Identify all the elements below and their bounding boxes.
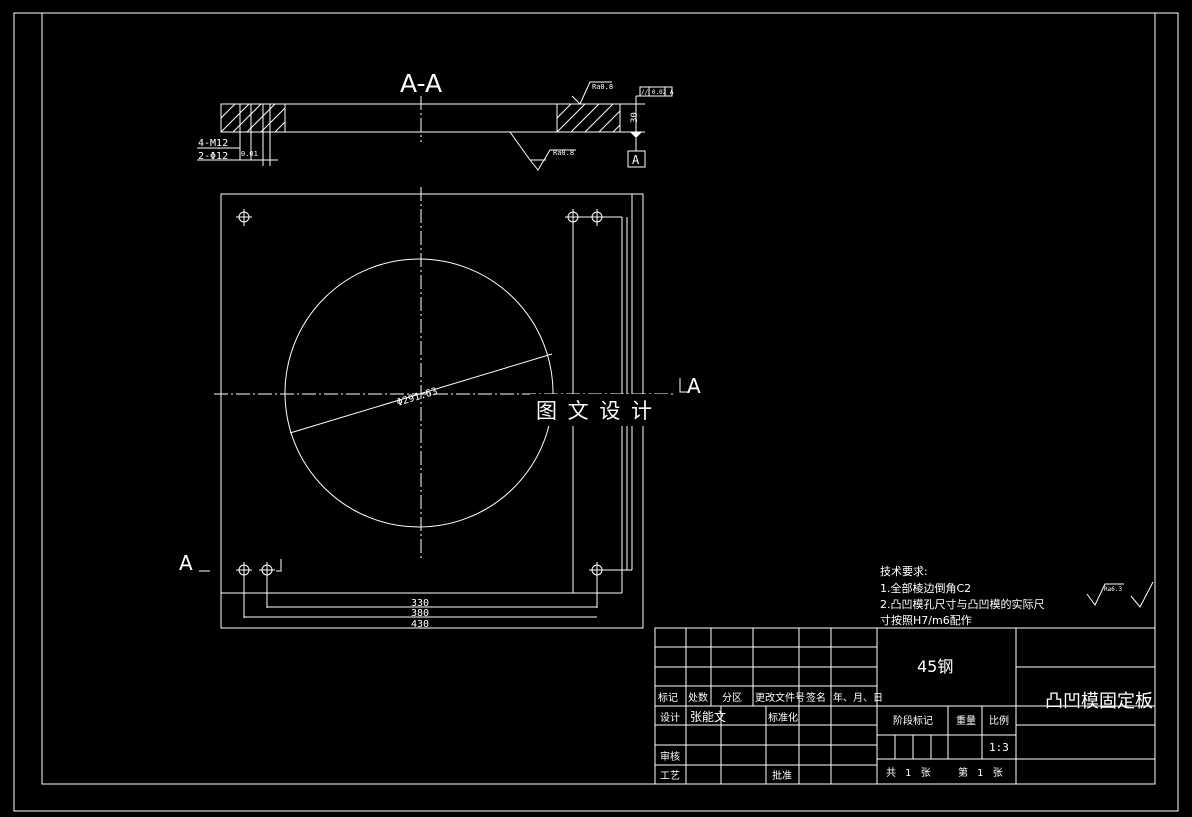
watermark-bg xyxy=(530,394,670,426)
watermark: 图 文 设 计 xyxy=(536,399,654,423)
center-bore xyxy=(284,258,554,528)
dim-330: 330 xyxy=(411,598,429,609)
hole-note: 2-Φ12 xyxy=(198,151,228,162)
designer-label: 设计 xyxy=(660,711,680,724)
header-count: 处数 xyxy=(688,691,708,704)
diameter-line xyxy=(289,353,553,434)
left-hatch xyxy=(220,103,286,133)
roughness-general: Ra6.3 xyxy=(1104,586,1122,593)
thread-note: 4-M12 xyxy=(198,138,228,149)
diameter-dim: Φ291.63 xyxy=(396,386,440,409)
sheet-number: 第 1 张 xyxy=(958,766,1003,779)
header-mark: 标记 xyxy=(658,692,678,704)
hole-tolerance: 0.01 xyxy=(241,150,258,158)
roughness-general-icon xyxy=(1086,583,1124,606)
tech-line3: 寸按照H7/m6配作 xyxy=(880,613,972,627)
scale-label: 比例 xyxy=(989,714,1009,727)
stage-label: 阶段标记 xyxy=(893,714,933,727)
review-label: 审核 xyxy=(660,750,680,763)
tech-line2: 2.凸凹模孔尺寸与凸凹模的实际尺 xyxy=(880,597,1045,611)
datum-triangle xyxy=(630,132,642,138)
section-mark-right: A xyxy=(687,374,701,398)
hole-bl2 xyxy=(259,562,275,579)
header-doc: 更改文件号 xyxy=(755,691,805,704)
material: 45钢 xyxy=(917,657,953,676)
dim-380: 380 xyxy=(411,608,429,619)
tech-title: 技术要求: xyxy=(880,565,928,578)
thickness-dim: 30 xyxy=(630,112,640,123)
approve-label: 批准 xyxy=(772,769,792,782)
header-date: 年、月、日 xyxy=(833,691,883,704)
flatness-tolerance: // 0.02 A xyxy=(641,89,674,96)
dim-430: 430 xyxy=(411,619,429,630)
process-label: 工艺 xyxy=(660,770,680,782)
header-zone: 分区 xyxy=(722,692,742,704)
header-sign: 签名 xyxy=(806,691,826,704)
roughness-check-icon xyxy=(1130,581,1154,608)
section-cut-left xyxy=(276,559,282,572)
inner-border xyxy=(41,12,1156,785)
total-sheets: 共 1 张 xyxy=(886,767,931,779)
flatness-frame xyxy=(639,86,673,97)
right-hatch xyxy=(556,103,621,133)
datum-label: A xyxy=(632,153,640,167)
datum-box xyxy=(627,150,646,168)
roughness-top: Ra0.8 xyxy=(592,83,613,91)
section-arrow-right xyxy=(679,378,688,393)
hole-tl xyxy=(236,209,252,226)
tech-requirements: 技术要求: 1.全部棱边倒角C2 2.凸凹模孔尺寸与凸凹模的实际尺 寸按照H7/… xyxy=(880,565,1154,627)
section-title: A-A xyxy=(400,69,442,98)
title-block: 45钢 凸凹模固定板 标记 处数 分区 更改文件号 签名 年、月、日 设计 张能… xyxy=(654,627,1156,785)
roughness-bottom: Ra0.8 xyxy=(553,149,574,157)
roughness-top-icon xyxy=(571,81,612,105)
part-name: 凸凹模固定板 xyxy=(1045,691,1153,712)
hole-bl1 xyxy=(236,562,252,579)
tech-line1: 1.全部棱边倒角C2 xyxy=(880,581,971,595)
standardization-label: 标准化 xyxy=(768,711,798,724)
designer-name: 张能文 xyxy=(690,709,726,724)
section-view: A-A xyxy=(197,69,674,171)
section-mark-left: A xyxy=(179,551,193,575)
weight-label: 重量 xyxy=(956,714,976,727)
scale-value: 1:3 xyxy=(989,741,1009,754)
